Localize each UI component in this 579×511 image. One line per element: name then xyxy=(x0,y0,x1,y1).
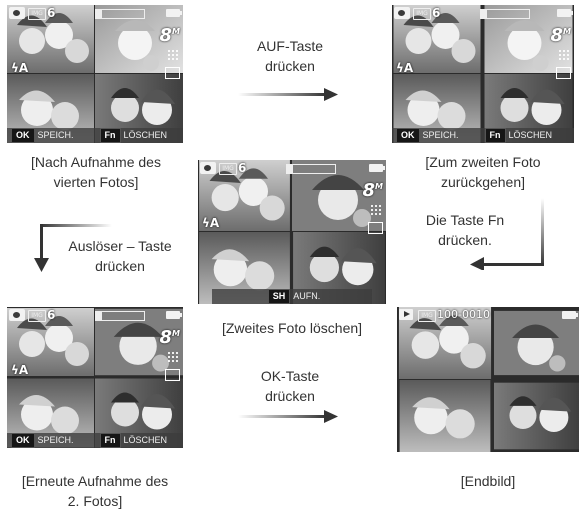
left-arrow-icon xyxy=(470,198,544,270)
photo-quadrant-1 xyxy=(392,5,482,73)
ok-key-label: SPEICH. xyxy=(422,130,459,140)
camera-mode-icon xyxy=(394,7,410,19)
fn-key-label: LÖSCHEN xyxy=(508,130,553,140)
battery-icon xyxy=(557,9,573,17)
image-size-icon: 8M xyxy=(362,180,384,201)
ok-key[interactable]: OK xyxy=(11,433,35,448)
battery-icon xyxy=(166,311,182,319)
flash-icon: ϟA xyxy=(202,216,220,230)
photo-quadrant-1 xyxy=(397,307,493,379)
fn-key[interactable]: Fn xyxy=(484,128,506,143)
fn-key[interactable]: Fn xyxy=(99,433,121,448)
camera-mode-icon xyxy=(9,309,25,321)
fn-key-label: LÖSCHEN xyxy=(123,435,168,445)
grid-icon xyxy=(167,351,179,363)
image-size-icon: 8M xyxy=(550,25,572,46)
shutter-key[interactable]: SH xyxy=(267,289,291,304)
flash-icon: ϟA xyxy=(396,61,414,75)
file-number: 100-0010 xyxy=(437,308,490,321)
grid-icon xyxy=(370,204,382,216)
photo-quadrant-2-new xyxy=(95,307,183,377)
photo-quadrant-2-empty xyxy=(292,160,386,231)
down-arrow-icon xyxy=(34,224,112,272)
right-arrow-icon xyxy=(238,410,338,423)
image-size-icon: 8M xyxy=(159,25,181,46)
camera-mode-icon xyxy=(9,7,25,19)
grid-icon xyxy=(167,49,179,61)
card-icon xyxy=(556,67,571,79)
resolution-icon: IMG xyxy=(28,310,46,322)
right-arrow-icon xyxy=(238,88,338,101)
ok-key-label: SPEICH. xyxy=(37,435,74,445)
flash-icon: ϟA xyxy=(11,61,29,75)
ok-key-label: SPEICH. xyxy=(37,130,74,140)
step-press-shutter-key: Auslöser – Taste drücken xyxy=(68,238,172,274)
photo-quadrant-2 xyxy=(494,307,579,379)
caption-delete-second-photo: [Zweites Foto löschen] xyxy=(221,320,363,336)
resolution-icon: IMG xyxy=(219,163,237,175)
caption-after-fourth-photo: [Nach Aufnahme des vierten Fotos] xyxy=(31,154,161,190)
shot-count: 6 xyxy=(47,6,56,20)
resolution-icon: IMG xyxy=(418,310,436,322)
grid-icon xyxy=(558,49,570,61)
caption-back-to-second-photo: [Zum zweiten Foto zurückgehen] xyxy=(425,154,541,190)
battery-icon xyxy=(166,9,182,17)
photo-quadrant-4 xyxy=(494,380,579,452)
card-icon xyxy=(368,222,383,234)
photo-quadrant-1 xyxy=(7,5,94,73)
shutter-key-label: AUFN. xyxy=(293,291,321,301)
ok-key[interactable]: OK xyxy=(11,128,35,143)
camera-mode-icon xyxy=(200,162,216,174)
resolution-icon: IMG xyxy=(28,8,46,20)
resolution-icon: IMG xyxy=(413,8,431,20)
card-icon xyxy=(165,369,180,381)
battery-icon xyxy=(369,164,385,172)
step-press-fn-key: Die Taste Fn drücken. xyxy=(425,212,505,248)
playback-icon xyxy=(399,309,413,320)
card-icon xyxy=(165,67,180,79)
ok-key[interactable]: OK xyxy=(396,128,420,143)
image-size-icon: 8M xyxy=(159,327,181,348)
shot-count: 6 xyxy=(238,161,247,175)
photo-quadrant-3 xyxy=(397,380,493,452)
fn-key-label: LÖSCHEN xyxy=(123,130,168,140)
fn-key[interactable]: Fn xyxy=(99,128,121,143)
memory-bar-icon xyxy=(480,9,530,19)
step-press-ok-key: OK-Taste drücken xyxy=(260,368,320,404)
shot-count: 6 xyxy=(47,308,56,322)
memory-bar-icon xyxy=(286,164,336,174)
caption-retake-second-photo: [Erneute Aufnahme des 2. Fotos] xyxy=(21,473,169,509)
caption-final-image: [Endbild] xyxy=(460,473,516,489)
flash-icon: ϟA xyxy=(11,363,29,377)
playback-screen-final-image: IMG 100-0010 xyxy=(397,307,579,452)
step-press-up-key: AUF-Taste drücken xyxy=(256,38,324,74)
battery-icon xyxy=(562,311,578,319)
memory-bar-icon xyxy=(95,9,145,19)
memory-bar-icon xyxy=(95,311,145,321)
shot-count: 6 xyxy=(432,6,441,20)
